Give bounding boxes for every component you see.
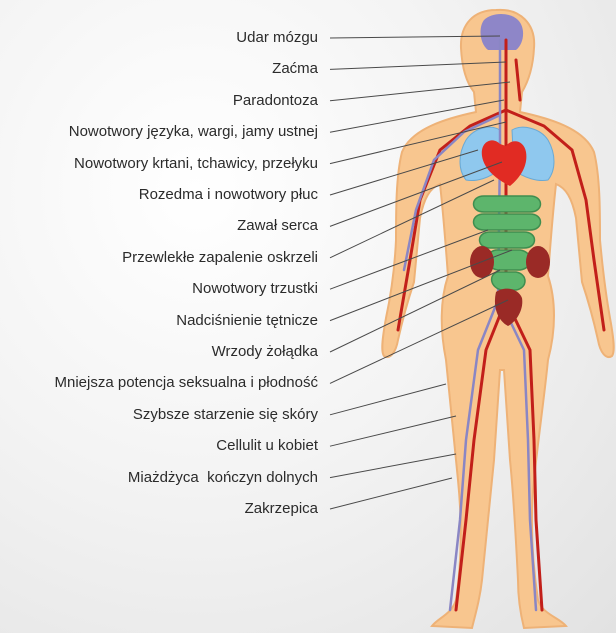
leader-line <box>330 384 446 415</box>
condition-label: Nadciśnienie tętnicze <box>176 311 318 331</box>
condition-label: Rozedma i nowotwory płuc <box>139 185 318 205</box>
condition-label: Przewlekłe zapalenie oskrzeli <box>122 248 318 268</box>
condition-label: Mniejsza potencja seksualna i płodność <box>55 373 319 393</box>
condition-label: Szybsze starzenie się skóry <box>133 405 318 425</box>
condition-label: Nowotwory języka, wargi, jamy ustnej <box>69 122 318 142</box>
condition-label: Miażdżyca kończyn dolnych <box>128 468 318 488</box>
leader-line <box>330 478 452 509</box>
leader-line <box>330 454 456 478</box>
condition-label: Nowotwory trzustki <box>192 279 318 299</box>
condition-label: Cellulit u kobiet <box>216 436 318 456</box>
condition-label: Wrzody żołądka <box>212 342 318 362</box>
condition-label: Paradontoza <box>233 91 318 111</box>
leader-line <box>330 416 456 446</box>
condition-label: Zakrzepica <box>245 499 318 519</box>
condition-label: Zawał serca <box>237 216 318 236</box>
brain <box>481 14 524 50</box>
condition-label: Nowotwory krtani, tchawicy, przełyku <box>74 154 318 174</box>
intestine-loop <box>480 232 535 248</box>
intestine-loop <box>474 196 541 212</box>
intestine-loop <box>474 214 541 230</box>
condition-label: Udar mózgu <box>236 28 318 48</box>
condition-label: Zaćma <box>272 59 318 79</box>
intestine-loop <box>492 272 525 290</box>
